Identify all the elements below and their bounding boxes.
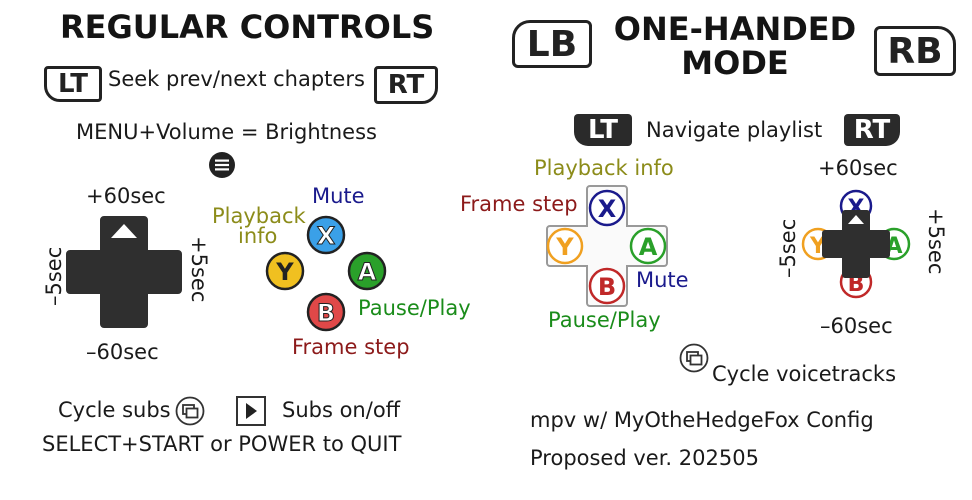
svg-text:Y: Y [555,233,574,261]
config-label: mpv w/ MyOtheHedgeFox Config [530,408,874,432]
dpad-left-label: –5sec [42,246,66,306]
svg-text:X: X [598,195,617,223]
button-x: X [306,215,346,255]
regular-frame-label: Frame step [292,335,410,359]
play-icon [236,396,266,426]
quit-label: SELECT+START or POWER to QUIT [42,432,402,456]
onehanded-pause-label: Pause/Play [548,308,661,332]
navigate-label: Navigate playlist [646,118,823,142]
onehanded-view-icon [679,343,709,373]
svg-text:X: X [317,222,336,250]
version-label: Proposed ver. 202505 [530,446,759,470]
regular-pause-label: Pause/Play [358,296,471,320]
svg-text:A: A [358,258,377,286]
regular-title: REGULAR CONTROLS [60,8,435,46]
regular-mute-label: Mute [312,184,365,208]
onehanded-overlay-diagram: X Y A B [801,189,911,299]
onehanded-up-label: +60sec [818,156,898,180]
onehanded-button-x: X [588,189,626,227]
svg-text:A: A [639,233,658,261]
onehanded-mute-label: Mute [636,268,689,292]
cycle-subs-label: Cycle subs [58,398,171,422]
onehanded-button-b: B [588,267,626,305]
onehanded-face-diagram: X Y A B [546,185,668,307]
brightness-label: MENU+Volume = Brightness [76,120,377,144]
voicetracks-label: Cycle voicetracks [712,362,897,386]
onehanded-title-line2: MODE [681,44,789,82]
button-b: B [306,292,346,332]
svg-text:B: B [848,272,865,297]
onehanded-down-label: –60sec [820,314,893,338]
face-buttons: X Y A B [265,215,387,332]
onehanded-title: ONE-HANDED MODE [600,12,870,80]
onehanded-playback-label: Playback info [534,156,674,180]
dpad [66,216,182,328]
onehanded-button-y: Y [546,227,584,265]
onehanded-button-a: A [629,227,667,265]
menu-icon [209,152,235,178]
dpad-up-label: +60sec [86,184,166,208]
button-y: Y [265,251,305,291]
lt-key: LT [44,66,102,102]
view-icon [175,396,205,426]
rb-key: RB [874,26,956,76]
dpad-right-label: +5sec [187,236,211,303]
svg-text:B: B [317,299,335,327]
button-a: A [347,251,387,291]
onehanded-left-label: –5sec [776,218,800,278]
dpad-down-label: –60sec [86,340,159,364]
subs-toggle-label: Subs on/off [282,398,401,422]
dpad-up-arrow [111,224,137,238]
onehanded-rt-key: RT [844,114,900,146]
onehanded-lt-key: LT [574,114,632,146]
onehanded-right-label: +5sec [924,208,948,275]
rt-key: RT [374,66,438,104]
onehanded-title-line1: ONE-HANDED [613,10,857,48]
svg-text:B: B [598,273,616,301]
regular-playback-label-2: info [238,224,278,248]
onehanded-frame-label: Frame step [460,192,578,216]
svg-text:Y: Y [275,258,294,286]
lb-key: LB [512,20,592,68]
regular-playback-label-1: Playback [212,204,306,228]
seek-label: Seek prev/next chapters [108,67,365,91]
